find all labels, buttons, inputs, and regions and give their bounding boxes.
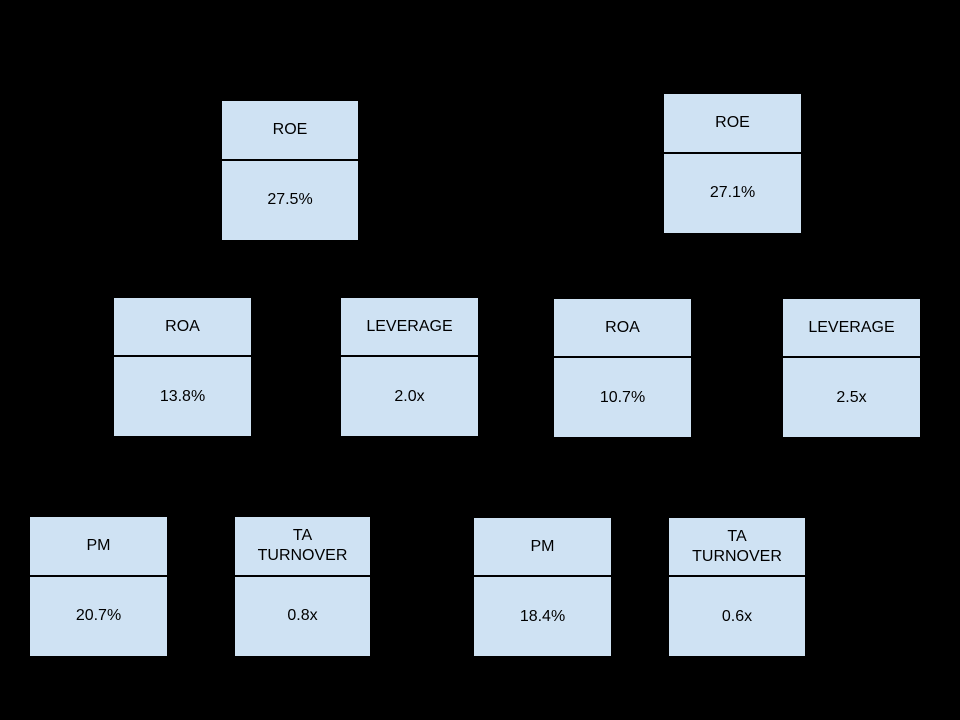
node-value: 13.8%	[159, 387, 206, 405]
node-title-label: PM	[86, 536, 111, 554]
node-roa-right: ROA 10.7%	[552, 297, 693, 439]
node-value: 0.8x	[287, 607, 318, 625]
node-title-label: LEVERAGE	[808, 318, 895, 336]
node-value: 2.0x	[394, 387, 425, 405]
node-title: LEVERAGE	[783, 299, 920, 359]
node-ta-turnover-left: TA TURNOVER 0.8x	[233, 515, 372, 658]
node-title: LEVERAGE	[341, 298, 478, 358]
node-value: 20.7%	[75, 607, 122, 625]
node-value: 18.4%	[519, 607, 566, 625]
node-title-label: ROA	[165, 317, 200, 335]
node-title-label: TA TURNOVER	[257, 526, 348, 564]
node-title-label: PM	[530, 537, 555, 555]
node-ta-turnover-right: TA TURNOVER 0.6x	[667, 516, 807, 658]
node-title: ROE	[222, 101, 358, 161]
node-leverage-right: LEVERAGE 2.5x	[781, 297, 922, 439]
node-value: 27.5%	[267, 191, 313, 209]
node-title-label: ROE	[272, 120, 308, 138]
node-title-label: LEVERAGE	[366, 317, 453, 335]
node-roe-left: ROE 27.5%	[220, 99, 360, 242]
node-title-label: ROA	[605, 318, 640, 336]
node-value: 10.7%	[599, 388, 646, 406]
node-title-label: TA TURNOVER	[692, 527, 782, 565]
node-leverage-left: LEVERAGE 2.0x	[339, 296, 480, 438]
node-title: TA TURNOVER	[669, 518, 805, 578]
node-title: PM	[474, 518, 611, 578]
node-title: PM	[30, 517, 167, 577]
node-value: 0.6x	[721, 607, 753, 625]
node-pm-right: PM 18.4%	[472, 516, 613, 658]
node-title: TA TURNOVER	[235, 517, 370, 577]
node-value: 2.5x	[836, 388, 867, 406]
node-title: ROA	[114, 298, 251, 358]
node-title: ROA	[554, 299, 691, 359]
node-roa-left: ROA 13.8%	[112, 296, 253, 438]
node-pm-left: PM 20.7%	[28, 515, 169, 658]
node-roe-right: ROE 27.1%	[662, 92, 803, 235]
node-value: 27.1%	[709, 184, 756, 202]
node-title: ROE	[664, 94, 801, 154]
node-title-label: ROE	[715, 113, 750, 131]
